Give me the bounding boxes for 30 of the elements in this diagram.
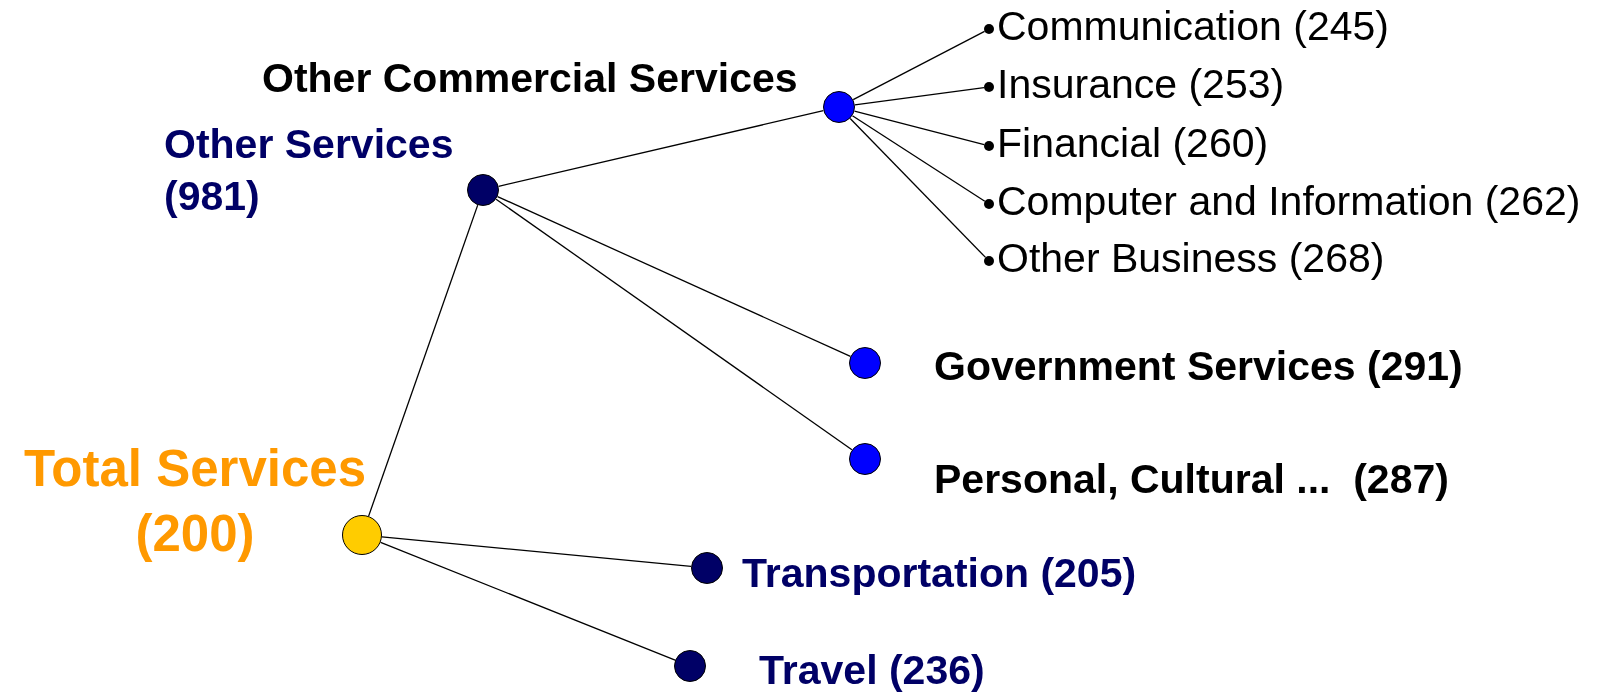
connector-line xyxy=(496,195,852,358)
node-circle xyxy=(849,347,881,379)
connector-line xyxy=(379,541,676,661)
connector-line xyxy=(497,109,825,187)
item-label: Financial (260) xyxy=(997,119,1269,168)
item-label: Computer and Information (262) xyxy=(997,177,1581,226)
connector-line xyxy=(367,204,479,517)
node-circle xyxy=(849,443,881,475)
node-circle xyxy=(342,515,382,555)
connector-line xyxy=(495,198,853,451)
node-label: Total Services (200) xyxy=(22,439,368,564)
item-label: Insurance (253) xyxy=(997,60,1285,109)
node-label: Government Services (291) xyxy=(934,342,1464,391)
item-label: Other Business (268) xyxy=(997,234,1385,283)
connector-line xyxy=(852,30,986,101)
connector-line xyxy=(853,110,985,146)
node-circle xyxy=(467,174,499,206)
node-label: Travel (236) xyxy=(759,646,986,695)
node-circle xyxy=(674,650,706,682)
node-label: Personal, Cultural ... (287) xyxy=(934,455,1450,504)
node-circle xyxy=(691,552,723,584)
item-label: Communication (245) xyxy=(997,2,1389,51)
node-circle xyxy=(823,91,855,123)
node-label: Transportation (205) xyxy=(742,549,1138,598)
connector-line xyxy=(851,115,986,202)
connector-line xyxy=(381,536,692,568)
node-label: Other Services (981) xyxy=(164,120,455,221)
connector-line xyxy=(849,117,987,259)
node-label: Other Commercial Services xyxy=(262,54,799,103)
connector-line xyxy=(854,87,985,106)
